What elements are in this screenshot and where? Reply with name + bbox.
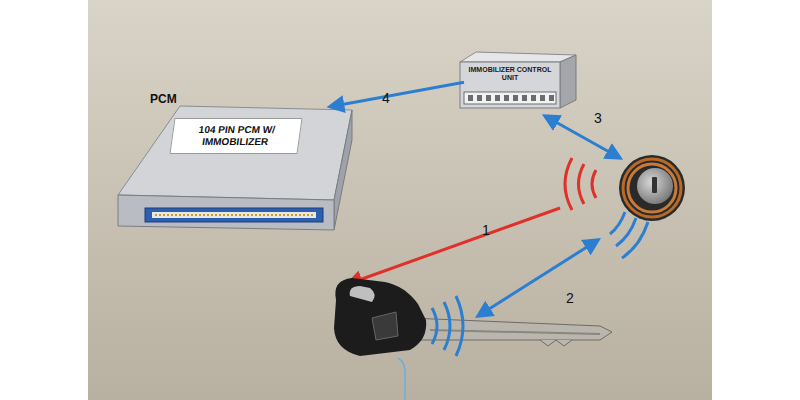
leader-line <box>398 358 405 400</box>
node-label: IMMOBILIZER CONTROL UNIT <box>464 63 556 85</box>
background <box>88 0 712 400</box>
signal-arrow <box>478 240 598 316</box>
antenna-coil <box>619 155 685 221</box>
pcm-module: PCM 104 PIN PCM W/ IMMOBILIZER <box>150 92 330 154</box>
signal-arrow <box>330 82 464 106</box>
node-label: 104 PIN PCM W/ IMMOBILIZER <box>169 118 302 154</box>
signal-waves <box>432 296 463 356</box>
signal-arrow <box>348 208 560 284</box>
callout-number: 2 <box>566 290 574 306</box>
node-heading: PCM <box>150 92 330 106</box>
transponder-key <box>334 278 612 356</box>
signal-arrow <box>545 116 620 158</box>
signal-waves <box>610 212 648 258</box>
callout-number: 3 <box>594 110 602 126</box>
pcm-box <box>118 106 352 230</box>
control-unit-box <box>460 52 576 108</box>
signal-waves <box>565 158 596 210</box>
callout-number: 4 <box>382 90 390 106</box>
control-unit: IMMOBILIZER CONTROL UNIT <box>464 63 556 85</box>
callout-number: 1 <box>482 222 490 238</box>
